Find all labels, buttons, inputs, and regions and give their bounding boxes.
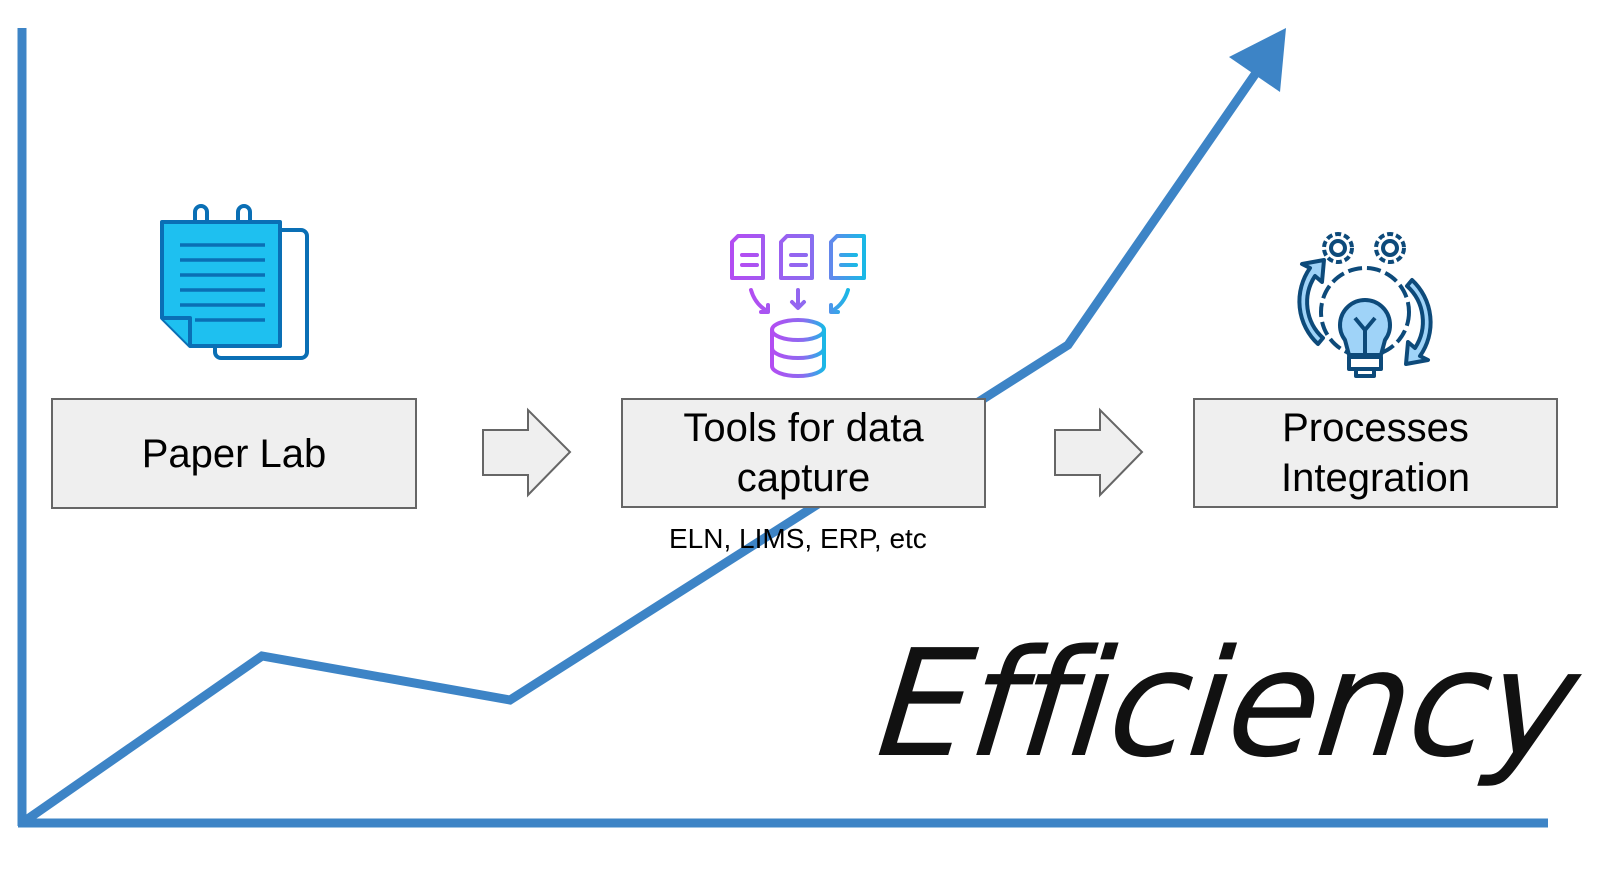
stage-label: Tools for data capture bbox=[683, 406, 924, 500]
documents-to-database-icon bbox=[730, 234, 866, 378]
stage-label: Processes Integration bbox=[1280, 406, 1471, 500]
stage-processes-integration: Processes Integration bbox=[1193, 398, 1558, 508]
stage-sublabel: ELN, LIMS, ERP, etc bbox=[669, 523, 927, 554]
stage-paper-lab: Paper Lab bbox=[51, 398, 417, 509]
arrow-right-icon bbox=[1054, 407, 1144, 498]
efficiency-trend-line bbox=[19, 67, 1262, 827]
efficiency-axis-title: Efficiency bbox=[870, 618, 1585, 790]
gears-lightbulb-cycle-icon bbox=[1297, 232, 1433, 378]
notepad-icon bbox=[160, 204, 309, 360]
arrow-right-icon bbox=[482, 407, 572, 498]
stage-label: Paper Lab bbox=[141, 431, 327, 476]
stage-tools-for-data-capture: Tools for data capture bbox=[621, 398, 986, 508]
trend-arrowhead bbox=[1229, 28, 1286, 92]
